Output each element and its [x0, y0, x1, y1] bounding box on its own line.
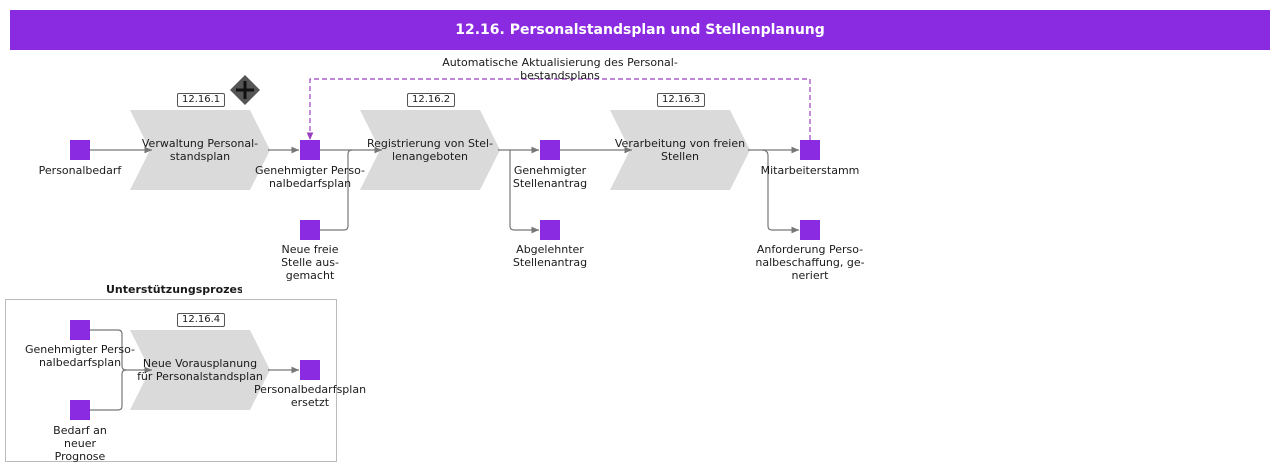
process-ref-p1: 12.16.1 — [177, 93, 226, 107]
plus-diamond-icon[interactable] — [230, 75, 260, 105]
process-label-p3: Verarbeitung von freien Stellen — [614, 137, 746, 163]
object-anforderung[interactable] — [800, 220, 820, 240]
object-label-bedarf-prognose: Bedarf an neuer Prognose — [53, 424, 107, 463]
object-neue-stelle[interactable] — [300, 220, 320, 240]
process-ref-p4: 12.16.4 — [177, 313, 226, 327]
connector — [320, 149, 353, 231]
diagram-title: 12.16. Personalstandsplan und Stellenpla… — [10, 10, 1270, 50]
process-ref-p3: 12.16.3 — [657, 93, 706, 107]
object-genehmigter-plan[interactable] — [300, 140, 320, 160]
object-label-anforderung: Anforderung Perso- nalbeschaffung, ge- n… — [755, 243, 865, 282]
object-label-support-genehmigter-plan: Genehmigter Perso- nalbedarfsplan — [24, 343, 136, 369]
object-plan-ersetzt[interactable] — [300, 360, 320, 380]
connector — [90, 369, 127, 411]
process-label-p4: Neue Vorausplanung für Personalstandspla… — [137, 357, 263, 383]
connector — [761, 149, 799, 234]
object-bedarf-prognose[interactable] — [70, 400, 90, 420]
object-support-genehmigter-plan[interactable] — [70, 320, 90, 340]
object-label-genehmigter-antrag: Genehmigter Stellenantrag — [512, 164, 588, 190]
process-label-p2: Registrierung von Stel- lenangeboten — [366, 137, 494, 163]
object-genehmigter-antrag[interactable] — [540, 140, 560, 160]
object-label-mitarbeiterstamm: Mitarbeiterstamm — [760, 164, 860, 177]
process-shape-p2[interactable] — [360, 110, 500, 190]
support-section-frame — [5, 299, 337, 462]
support-section-title: Unterstützungsprozesse — [106, 283, 242, 296]
object-label-plan-ersetzt: Personalbedarfsplan ersetzt — [253, 383, 367, 409]
process-shape-p3[interactable] — [610, 110, 750, 190]
process-shape-p1[interactable] — [130, 110, 270, 190]
process-ref-p2: 12.16.2 — [407, 93, 456, 107]
object-label-neue-stelle: Neue freie Stelle aus- gemacht — [281, 243, 339, 282]
object-personalbedarf[interactable] — [70, 140, 90, 160]
object-abgelehnter-antrag[interactable] — [540, 220, 560, 240]
connector — [509, 150, 539, 234]
object-label-abgelehnter-antrag: Abgelehnter Stellenantrag — [512, 243, 588, 269]
object-label-genehmigter-plan: Genehmigter Perso- nalbedarfsplan — [254, 164, 366, 190]
feedback-label: Automatische Aktualisierung des Personal… — [442, 56, 678, 82]
process-shape-p4[interactable] — [130, 330, 270, 410]
object-label-personalbedarf: Personalbedarf — [38, 164, 122, 177]
object-mitarbeiterstamm[interactable] — [800, 140, 820, 160]
process-label-p1: Verwaltung Personal- standsplan — [141, 137, 259, 163]
